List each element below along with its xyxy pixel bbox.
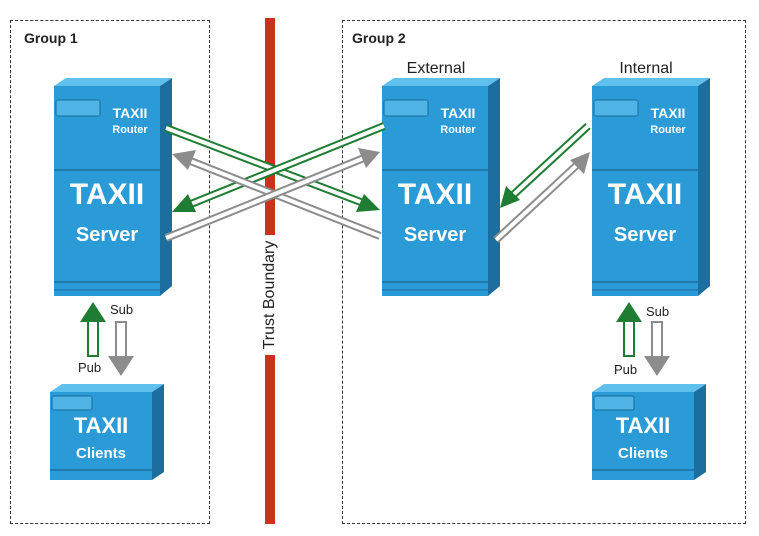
router-label-bottom: Router <box>112 124 148 136</box>
device-top-face <box>592 78 710 86</box>
device-side-face <box>488 78 500 296</box>
device-top-face <box>50 384 164 392</box>
router-label-bottom: Router <box>440 124 476 136</box>
device-top-face <box>382 78 500 86</box>
arrow-int-router-to-ext-server <box>500 123 591 208</box>
arrow-ext-server-to-g1-router <box>172 150 382 240</box>
server-label-bottom: Server <box>75 224 139 246</box>
group-1-label: Group 1 <box>24 30 78 46</box>
server-label-bottom: Server <box>613 224 677 246</box>
arrow-int-pub <box>616 302 642 357</box>
router-label-top: TAXII <box>650 105 686 121</box>
router-label-top: TAXII <box>440 105 476 121</box>
device-side-face <box>698 78 710 296</box>
server-label-top: TAXII <box>397 178 473 211</box>
g1-sub-label: Sub <box>110 302 134 317</box>
device-front-face <box>592 86 698 296</box>
taxii-server-external <box>382 78 500 296</box>
arrow-ext-server-to-int-router <box>493 152 590 243</box>
clients-label-bottom: Clients <box>75 445 126 462</box>
arrow-g1-pub <box>80 302 106 357</box>
g1-pub-label: Pub <box>78 360 102 375</box>
group-1-box <box>10 20 210 524</box>
taxii-server-group1 <box>54 78 172 296</box>
arrow-g1-router-to-ext-server <box>164 124 380 212</box>
device-side-face <box>694 384 706 480</box>
client-panel <box>593 395 635 411</box>
arrow-int-sub <box>644 321 670 376</box>
router-panel <box>383 99 429 117</box>
server-label-bottom: Server <box>403 224 467 246</box>
clients-label-top: TAXII <box>615 413 671 438</box>
router-label-top: TAXII <box>112 105 148 121</box>
router-panel <box>593 99 639 117</box>
device-front-face <box>382 86 488 296</box>
client-panel <box>51 395 93 411</box>
group-2-box <box>342 20 746 524</box>
arrow-g1-server-to-ext-router <box>164 148 380 242</box>
device-side-face <box>152 384 164 480</box>
device-top-face <box>54 78 172 86</box>
router-label-bottom: Router <box>650 124 686 136</box>
internal-label: Internal <box>619 60 673 77</box>
taxii-clients-internal <box>592 384 706 480</box>
group-2-label: Group 2 <box>352 30 406 46</box>
clients-label-bottom: Clients <box>617 445 668 462</box>
external-label: External <box>406 60 466 77</box>
arrow-g1-sub <box>108 321 134 376</box>
arrow-ext-router-to-g1-server <box>172 122 386 212</box>
server-label-top: TAXII <box>69 178 145 211</box>
taxii-server-internal <box>592 78 710 296</box>
clients-label-top: TAXII <box>73 413 129 438</box>
device-top-face <box>592 384 706 392</box>
device-front-face <box>54 86 160 296</box>
int-sub-label: Sub <box>646 304 670 319</box>
taxii-clients-group1 <box>50 384 164 480</box>
server-label-top: TAXII <box>607 178 683 211</box>
int-pub-label: Pub <box>614 362 638 377</box>
router-panel <box>55 99 101 117</box>
